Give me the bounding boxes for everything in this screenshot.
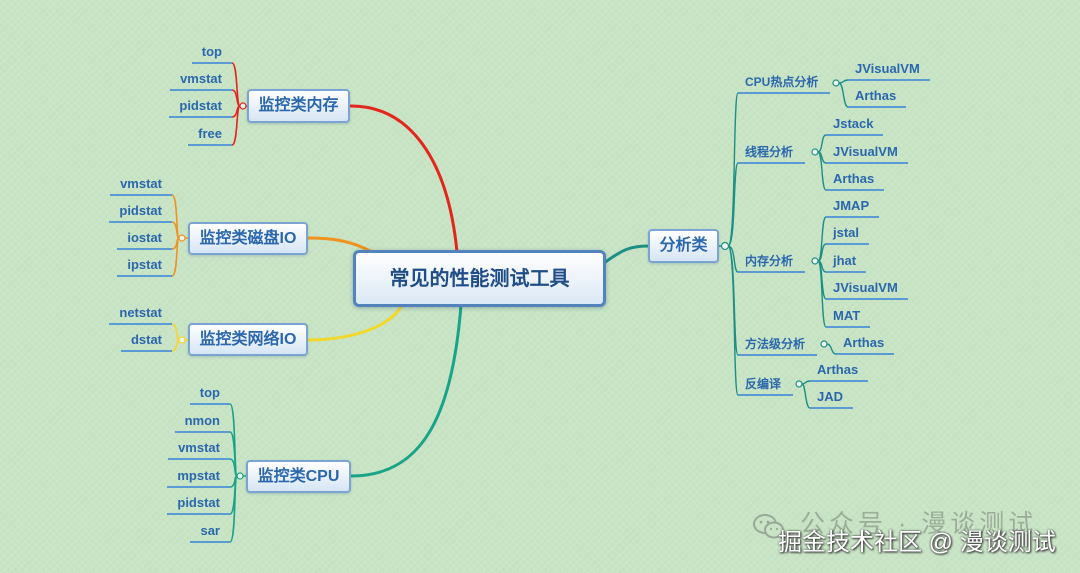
- memory-leaf-pidstat: pidstat: [169, 98, 232, 118]
- network-io-leaf-connector: [171, 339, 180, 352]
- memory-analysis-item-jhat: jhat: [826, 253, 867, 273]
- connector-network-io-branch: [306, 303, 404, 342]
- cpu-hotspot-item-arthas: Arthas: [848, 88, 907, 108]
- decompile-item-jad: JAD: [810, 389, 854, 409]
- method-analysis-item-connector: [826, 343, 837, 355]
- memory-leaf-vmstat: vmstat: [170, 71, 232, 91]
- disk-io-leaf-vmstat: vmstat: [110, 176, 172, 196]
- network-io-leaf-dstat: dstat: [120, 332, 172, 352]
- analysis-category-connector: [727, 162, 739, 247]
- cpu-hotspot-item-connector: [838, 79, 849, 84]
- category-method-analysis: 方法级分析: [738, 336, 818, 356]
- connector-cpu-branch: [349, 303, 463, 478]
- cpu-leaf-top: top: [189, 385, 230, 405]
- disk-io-leaf-iostat: iostat: [117, 230, 172, 250]
- analysis-category-connector: [727, 92, 739, 247]
- cpu-leaf-mpstat: mpstat: [167, 468, 230, 488]
- cpu-leaf-connector: [229, 475, 238, 543]
- thread-analysis-collapse-toggle: [811, 148, 819, 156]
- thread-analysis-item-arthas: Arthas: [826, 171, 885, 191]
- topic-cpu-monitoring: 监控类CPU: [246, 460, 351, 493]
- memory-analysis-collapse-toggle: [811, 257, 819, 265]
- memory-leaf-connector: [231, 105, 241, 146]
- memory-analysis-item-jstal: jstal: [826, 225, 870, 245]
- disk-io-leaf-connector: [171, 194, 180, 239]
- method-analysis-item-arthas: Arthas: [836, 335, 895, 355]
- thread-analysis-item-connector: [817, 151, 827, 191]
- memory-analysis-item-jvisualvm: JVisualVM: [826, 280, 908, 300]
- cpu-collapse-toggle: [236, 472, 244, 480]
- decompile-item-connector: [801, 383, 811, 409]
- memory-analysis-item-jmap: JMAP: [826, 198, 880, 218]
- network-io-leaf-netstat: netstat: [109, 305, 172, 325]
- cpu-leaf-connector: [229, 431, 238, 477]
- memory-collapse-toggle: [239, 102, 247, 110]
- disk-io-leaf-pidstat: pidstat: [109, 203, 172, 223]
- disk-io-collapse-toggle: [178, 234, 186, 242]
- connector-disk-io-branch: [306, 236, 374, 254]
- network-io-collapse-toggle: [178, 336, 186, 344]
- disk-io-leaf-ipstat: ipstat: [117, 257, 172, 277]
- cpu-hotspot-item-connector: [838, 82, 849, 108]
- cpu-leaf-nmon: nmon: [174, 413, 230, 433]
- memory-analysis-item-connector: [817, 260, 827, 328]
- wechat-icon: [753, 514, 784, 539]
- method-analysis-collapse-toggle: [820, 340, 828, 348]
- connector-memory-branch: [349, 104, 459, 254]
- decompile-item-arthas: Arthas: [810, 362, 869, 382]
- thread-analysis-item-jstack: Jstack: [826, 116, 884, 136]
- category-decompile: 反编译: [738, 376, 794, 396]
- memory-leaf-connector: [231, 89, 241, 107]
- connector-analysis-branch: [602, 244, 650, 265]
- site-watermark-text: 掘金技术社区 @ 漫谈测试: [778, 529, 1056, 556]
- cpu-hotspot-collapse-toggle: [832, 79, 840, 87]
- topic-analysis: 分析类: [648, 229, 719, 263]
- disk-io-leaf-connector: [171, 237, 180, 277]
- topic-disk-io-monitoring: 监控类磁盘IO: [188, 222, 308, 255]
- cpu-leaf-vmstat: vmstat: [168, 440, 230, 460]
- memory-leaf-free: free: [188, 126, 232, 146]
- cpu-leaf-sar: sar: [190, 523, 230, 543]
- memory-analysis-item-mat: MAT: [826, 308, 871, 328]
- memory-leaf-top: top: [191, 44, 232, 64]
- cpu-hotspot-item-jvisualvm: JVisualVM: [848, 61, 930, 81]
- category-thread-analysis: 线程分析: [738, 144, 806, 164]
- network-io-leaf-connector: [171, 323, 180, 341]
- thread-analysis-item-jvisualvm: JVisualVM: [826, 144, 908, 164]
- wechat-watermark-text: 公众号 · 漫谈测试: [800, 510, 1038, 538]
- decompile-collapse-toggle: [795, 380, 803, 388]
- analysis-category-connector: [727, 245, 739, 396]
- analysis-collapse-toggle: [720, 241, 730, 251]
- topic-network-io-monitoring: 监控类网络IO: [188, 323, 308, 356]
- category-cpu-hotspot: CPU热点分析: [738, 74, 831, 94]
- cpu-leaf-pidstat: pidstat: [167, 495, 230, 515]
- thread-analysis-item-connector: [817, 134, 827, 153]
- category-memory-analysis: 内存分析: [738, 253, 806, 273]
- memory-leaf-connector: [231, 62, 241, 107]
- decompile-item-connector: [801, 380, 811, 385]
- central-topic: 常见的性能测试工具: [353, 250, 606, 307]
- topic-memory-monitoring: 监控类内存: [247, 89, 350, 123]
